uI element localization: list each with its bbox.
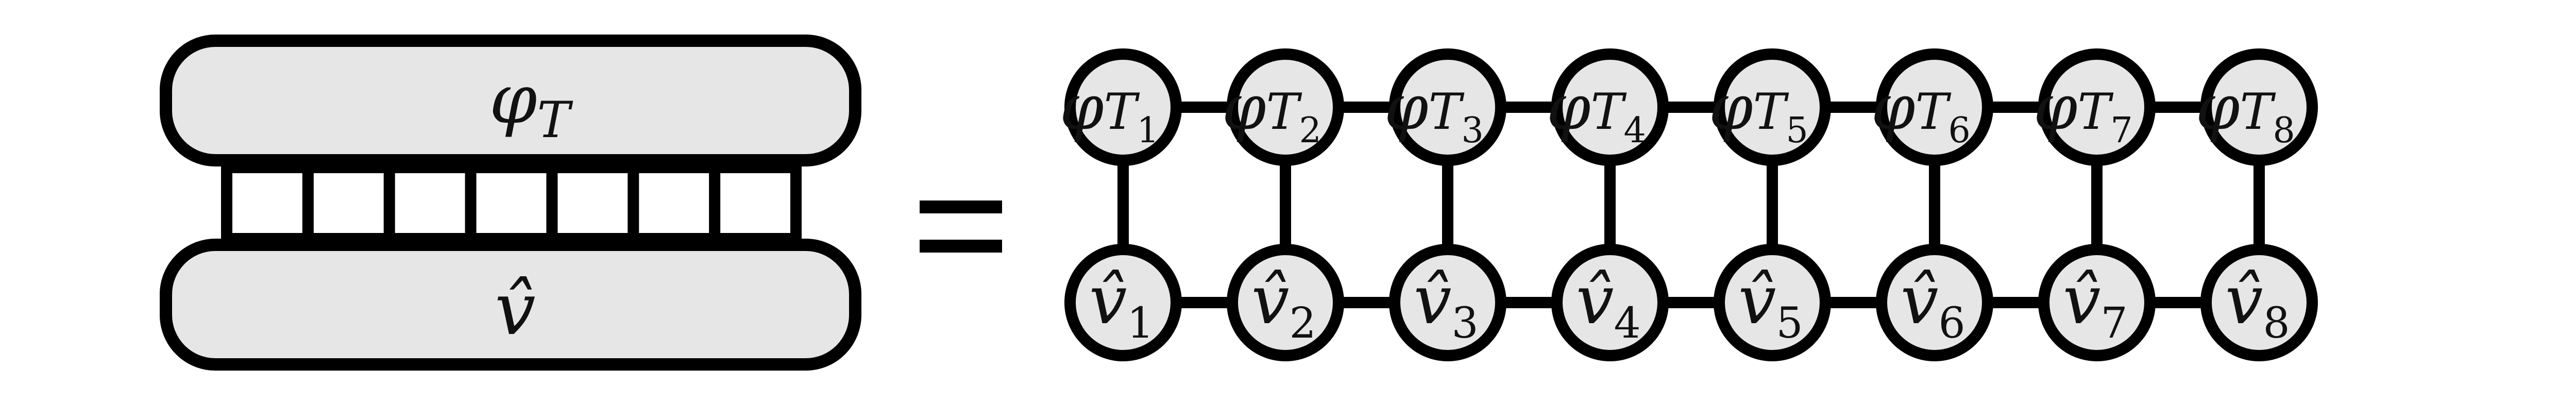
svg-text:v̂7: v̂7 bbox=[2063, 261, 2128, 348]
v-hat-node: v̂5 bbox=[1714, 244, 1831, 361]
v-hat-node: v̂4 bbox=[1551, 244, 1669, 361]
phi-T-node: φT7 bbox=[2033, 48, 2156, 166]
node-index: 1 bbox=[1137, 110, 1159, 151]
svg-text:v̂5: v̂5 bbox=[1738, 261, 1803, 348]
node-index: 5 bbox=[1776, 299, 1803, 348]
node-symbol: v̂ bbox=[1414, 261, 1451, 339]
lhs-bond-legs bbox=[221, 155, 802, 251]
phi-T-node: φT5 bbox=[1709, 48, 1831, 166]
node-base: T bbox=[2240, 83, 2276, 141]
node-base: T bbox=[1266, 83, 1302, 141]
svg-text:v̂1: v̂1 bbox=[1089, 261, 1154, 348]
phi-T-block: φT bbox=[160, 35, 861, 166]
node-symbol: v̂ bbox=[1901, 261, 1938, 339]
phi-T-symbol: φ bbox=[489, 60, 537, 139]
node-index: 7 bbox=[2100, 299, 2127, 348]
v-hat-block: v̂ bbox=[160, 239, 861, 371]
svg-text:φT7: φT7 bbox=[2033, 71, 2133, 151]
node-symbol: φ bbox=[1871, 71, 1915, 144]
svg-text:φT5: φT5 bbox=[1709, 71, 1808, 151]
node-base: T bbox=[2077, 83, 2113, 141]
svg-text:φT: φT bbox=[489, 60, 573, 149]
node-base: T bbox=[1915, 83, 1951, 141]
v-hat-node: v̂6 bbox=[1876, 244, 1993, 361]
node-symbol: φ bbox=[1709, 71, 1753, 144]
svg-text:v̂3: v̂3 bbox=[1414, 261, 1479, 348]
node-index: 4 bbox=[1623, 110, 1646, 151]
svg-text:v̂4: v̂4 bbox=[1576, 261, 1641, 348]
node-base: T bbox=[1753, 83, 1789, 141]
phi-T-node: φT3 bbox=[1384, 48, 1506, 166]
node-index: 2 bbox=[1289, 299, 1316, 348]
node-index: 3 bbox=[1461, 110, 1483, 151]
v-hat-node: v̂2 bbox=[1227, 244, 1344, 361]
svg-text:φT4: φT4 bbox=[1547, 71, 1646, 151]
node-index: 8 bbox=[2263, 299, 2290, 348]
equals-sign bbox=[920, 201, 1002, 253]
node-index: 6 bbox=[1948, 110, 1970, 151]
node-base: T bbox=[1428, 83, 1464, 141]
v-hat-node: v̂3 bbox=[1389, 244, 1506, 361]
node-base: T bbox=[1104, 83, 1140, 141]
node-index: 6 bbox=[1938, 299, 1965, 348]
node-symbol: v̂ bbox=[1251, 261, 1289, 339]
node-index: 5 bbox=[1786, 110, 1808, 151]
node-symbol: φ bbox=[2196, 71, 2240, 144]
node-symbol: φ bbox=[2033, 71, 2077, 144]
node-index: 2 bbox=[1299, 110, 1321, 151]
node-index: 1 bbox=[1127, 299, 1154, 348]
node-index: 3 bbox=[1451, 299, 1478, 348]
svg-text:φT3: φT3 bbox=[1384, 71, 1484, 151]
svg-text:φT6: φT6 bbox=[1871, 71, 1971, 151]
phi-T-node: φT8 bbox=[2196, 48, 2318, 166]
node-index: 4 bbox=[1614, 299, 1640, 348]
phi-T-node: φT4 bbox=[1547, 48, 1669, 166]
node-symbol: φ bbox=[1384, 71, 1428, 144]
node-symbol: φ bbox=[1547, 71, 1590, 144]
node-index: 8 bbox=[2273, 110, 2295, 151]
node-index: 7 bbox=[2110, 110, 2132, 151]
node-symbol: v̂ bbox=[2225, 261, 2263, 339]
phi-T-subscript: T bbox=[537, 91, 573, 149]
v-hat-node: v̂7 bbox=[2038, 244, 2156, 361]
phi-T-node: φT6 bbox=[1871, 48, 1993, 166]
v-hat-node: v̂8 bbox=[2200, 244, 2318, 361]
svg-text:φT8: φT8 bbox=[2196, 71, 2295, 151]
svg-text:v̂6: v̂6 bbox=[1901, 261, 1965, 348]
v-hat-symbol: v̂ bbox=[495, 268, 535, 352]
lhs-contraction: φT v̂ bbox=[160, 35, 861, 371]
svg-text:φT2: φT2 bbox=[1222, 71, 1321, 151]
node-base: T bbox=[1590, 83, 1626, 141]
node-symbol: v̂ bbox=[1576, 261, 1614, 339]
svg-text:v̂8: v̂8 bbox=[2225, 261, 2290, 348]
svg-text:φT1: φT1 bbox=[1060, 71, 1159, 151]
node-symbol: φ bbox=[1060, 71, 1104, 144]
phi-T-node: φT1 bbox=[1060, 48, 1182, 166]
node-symbol: v̂ bbox=[1089, 261, 1127, 339]
phi-T-node: φT2 bbox=[1222, 48, 1344, 166]
svg-text:v̂2: v̂2 bbox=[1251, 261, 1316, 348]
node-symbol: v̂ bbox=[1738, 261, 1776, 339]
node-symbol: φ bbox=[1222, 71, 1266, 144]
v-hat-node: v̂1 bbox=[1064, 244, 1182, 361]
node-symbol: v̂ bbox=[2063, 261, 2100, 339]
